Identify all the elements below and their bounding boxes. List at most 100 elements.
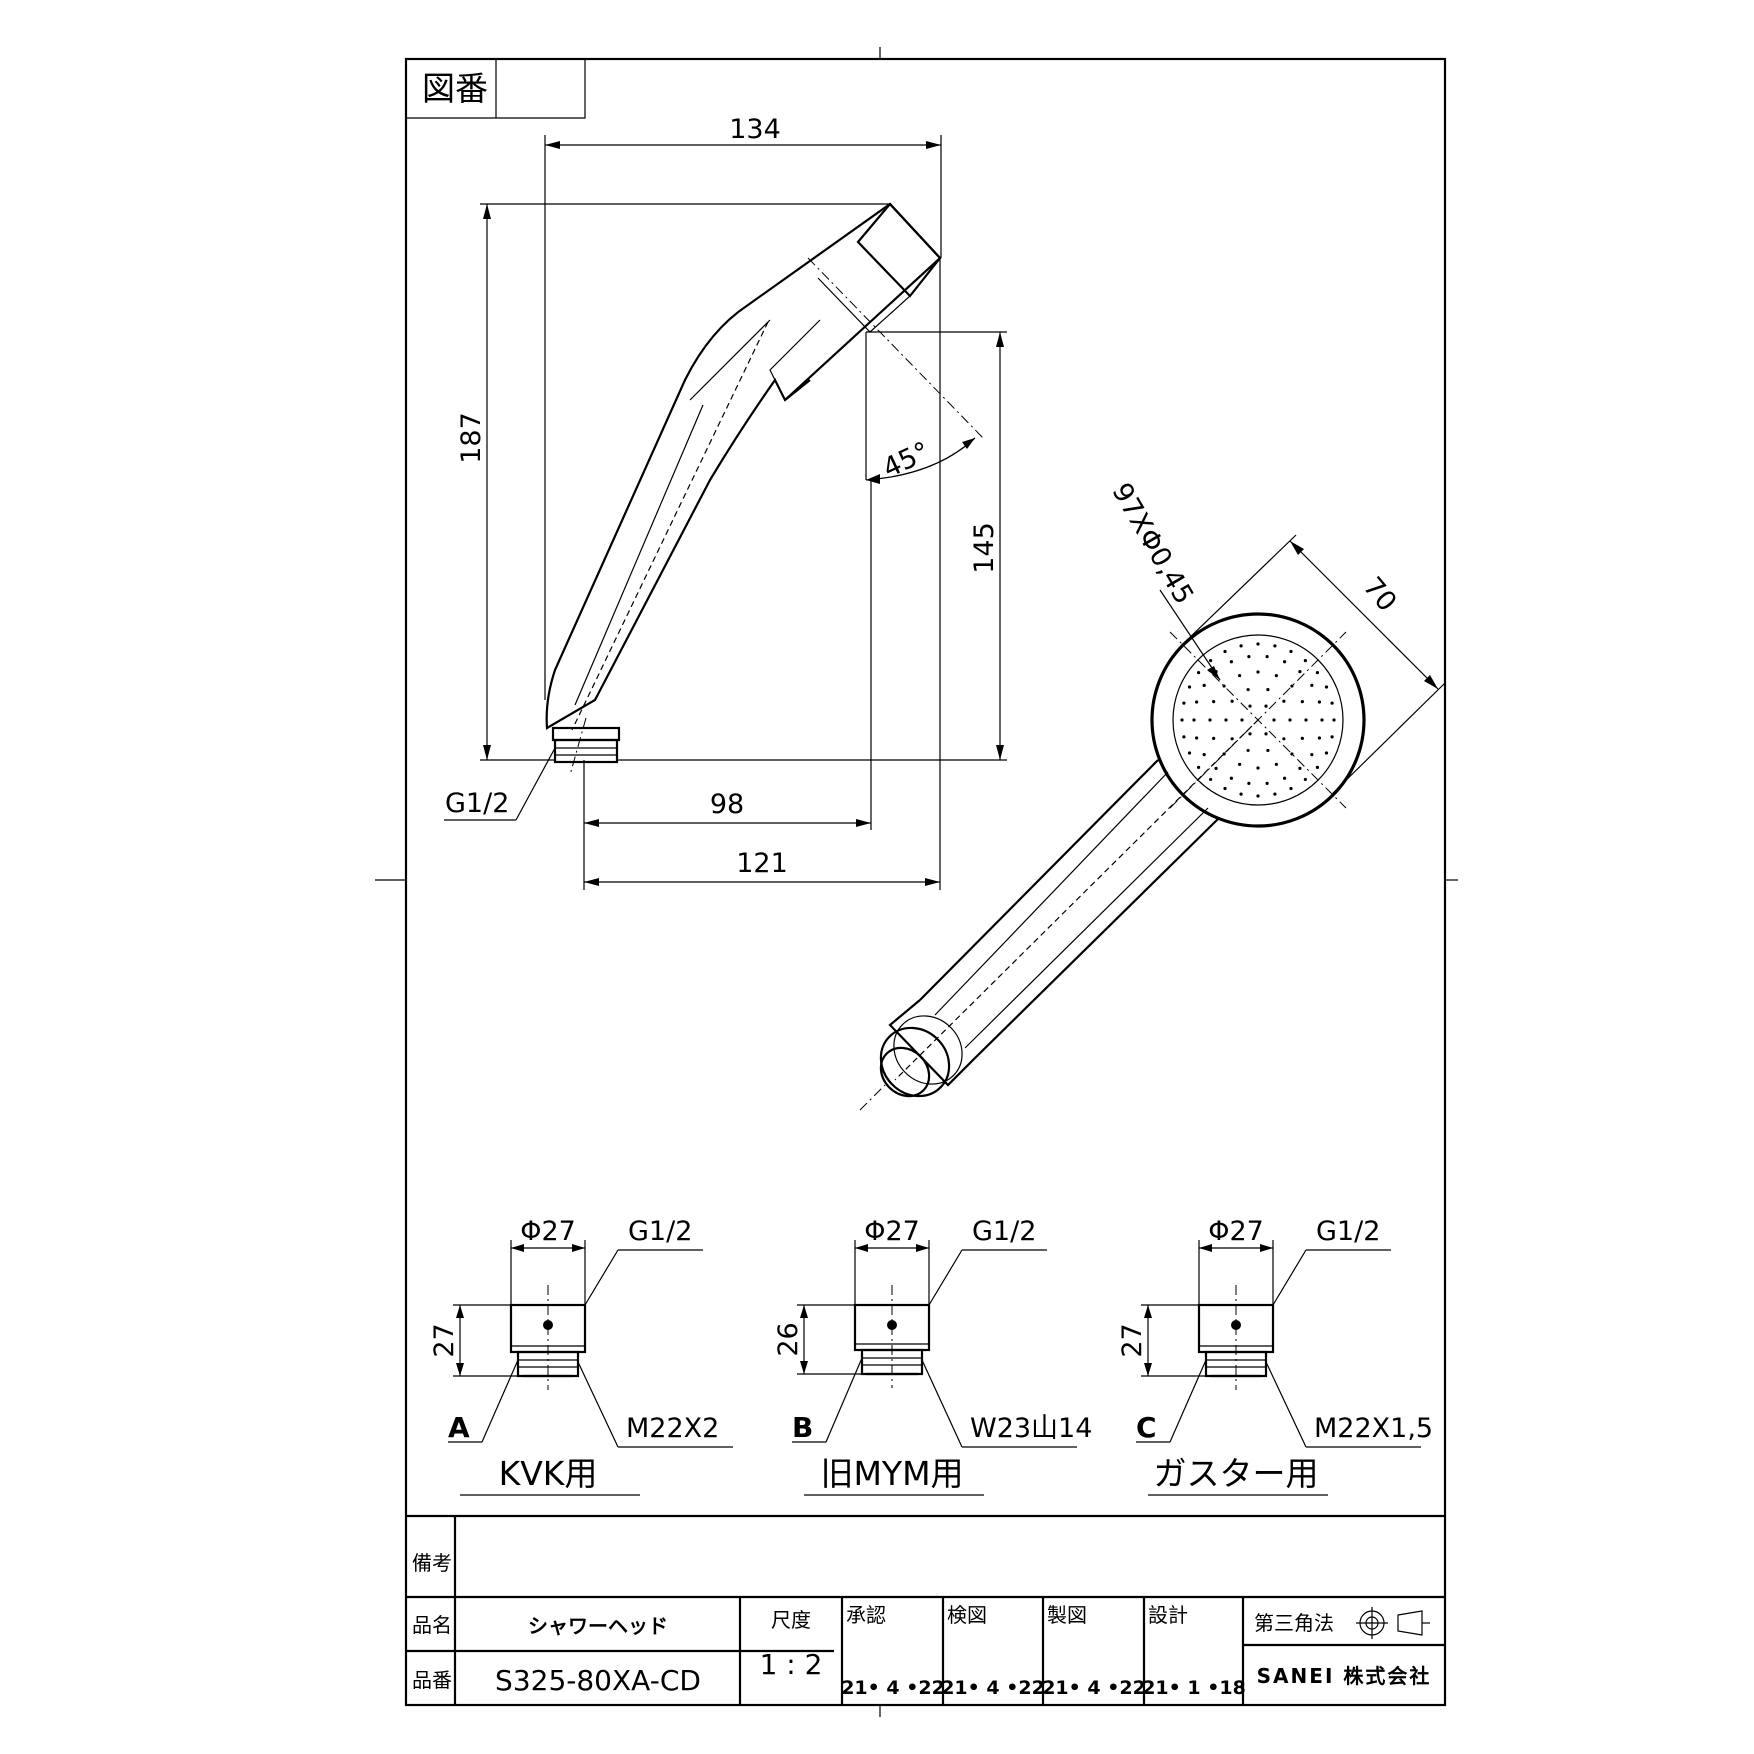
adapter-thread-bottom: M22X2 <box>626 1413 719 1444</box>
nozzle-hole <box>1238 762 1242 766</box>
nozzle-hole <box>1223 786 1227 791</box>
nozzle-hole <box>1187 685 1192 689</box>
nozzle-hole <box>1246 687 1250 692</box>
nozzle-hole <box>1247 781 1251 785</box>
nozzle-hole <box>1304 718 1308 722</box>
nozzle-hole <box>1266 748 1270 753</box>
nozzle-hole <box>1214 766 1218 770</box>
adapter-height: 26 <box>773 1322 804 1356</box>
adapter-thread-bottom: W23山14 <box>970 1413 1092 1444</box>
nozzle-hole <box>1230 737 1234 741</box>
adapter-dia: Φ27 <box>520 1216 576 1247</box>
nozzle-hole <box>1212 736 1216 740</box>
nozzle-hole <box>1298 670 1302 674</box>
nozzle-hole <box>1265 655 1269 659</box>
nozzle-hole <box>1288 718 1292 722</box>
nozzle-hole <box>1300 700 1304 704</box>
nozzle-hole <box>1196 765 1201 769</box>
nozzle-hole <box>1289 649 1293 654</box>
nozzle-hole <box>1282 660 1287 664</box>
drawing-number-label: 図番 <box>422 69 488 108</box>
nozzle-hole <box>1192 718 1196 722</box>
nozzle-hole <box>1272 718 1276 722</box>
projection-label: 第三角法 <box>1254 1611 1334 1635</box>
nozzle-hole <box>1180 718 1184 722</box>
nozzle-hole <box>1256 794 1260 798</box>
nozzle-hole <box>1289 786 1293 791</box>
title-block: 備考 品名 シャワーヘッド 品番 S325-80XA-CD 尺度 1 : 2 承… <box>406 1514 1445 1705</box>
nozzle-hole <box>1209 777 1213 782</box>
nozzle-hole <box>1274 762 1278 766</box>
nozzle-hole <box>1330 735 1334 739</box>
dim-holes: 97XΦ0,45 <box>1105 478 1199 610</box>
adapter-use: KVK用 <box>499 1454 598 1493</box>
dim-offset-1: 98 <box>710 789 744 820</box>
nozzle-hole <box>1222 684 1226 688</box>
nozzle-hole <box>1264 732 1268 736</box>
nozzle-hole <box>1196 671 1201 675</box>
adapter-thread-bottom: M22X1,5 <box>1314 1413 1433 1444</box>
check-label: 検図 <box>947 1603 987 1627</box>
nozzle-hole <box>1182 735 1186 739</box>
nozzle-hole <box>1202 753 1206 757</box>
approval-label: 承認 <box>846 1603 886 1627</box>
nozzle-hole <box>1320 718 1324 722</box>
adapter-use: 旧MYM用 <box>820 1454 963 1493</box>
adapter-letter: A <box>448 1411 470 1444</box>
draw-label: 製図 <box>1047 1603 1087 1627</box>
nozzle-hole <box>1266 687 1270 692</box>
check-date: 21• 4 •22 <box>941 1677 1045 1699</box>
dim-height-face: 145 <box>969 522 1000 574</box>
nozzle-hole <box>1282 776 1287 780</box>
nozzle-hole <box>1264 704 1268 708</box>
nozzle-hole <box>1256 642 1260 646</box>
nozzle-hole <box>1274 674 1278 678</box>
adapter-height: 27 <box>1117 1323 1148 1357</box>
nozzle-hole <box>1317 700 1322 704</box>
nozzle-hole <box>1256 766 1260 770</box>
dim-height-total: 187 <box>456 412 487 464</box>
nozzle-hole <box>1330 701 1334 705</box>
nozzle-hole <box>1230 699 1234 703</box>
drawing-number-box: 図番 <box>406 59 586 119</box>
nozzle-hole <box>1303 777 1307 782</box>
nozzle-hole <box>1248 732 1252 736</box>
nozzle-hole <box>1239 644 1243 648</box>
nozzle-hole <box>1265 781 1269 785</box>
nozzle-hole <box>1317 736 1322 740</box>
nozzle-hole <box>1223 649 1227 654</box>
nozzle-hole <box>1256 670 1260 674</box>
dim-width-total: 134 <box>729 114 781 145</box>
nozzle-hole <box>1229 776 1234 780</box>
third-angle-projection-icon <box>1356 1607 1430 1639</box>
nozzle-hole <box>1246 748 1250 753</box>
nozzle-hole <box>1238 674 1242 678</box>
number-label: 品番 <box>412 1668 452 1692</box>
adapter-letter: C <box>1136 1411 1157 1444</box>
front-view: 97XΦ0,45 70 97XΦ0,45 <box>859 478 1446 1111</box>
nozzle-hole <box>1273 792 1277 796</box>
nozzle-hole <box>1310 753 1314 757</box>
nozzle-hole <box>1282 737 1286 741</box>
company-name: SANEI 株式会社 <box>1257 1664 1432 1688</box>
adapter-thread-top: G1/2 <box>628 1216 692 1247</box>
nozzle-hole <box>1240 718 1244 722</box>
nozzle-hole <box>1224 718 1228 722</box>
name-value: シャワーヘッド <box>528 1614 668 1638</box>
adapter-thread-top: G1/2 <box>1316 1216 1380 1247</box>
adapter-use: ガスター用 <box>1154 1454 1319 1493</box>
nozzle-hole <box>1202 683 1206 687</box>
adapter-dia: Φ27 <box>864 1216 920 1247</box>
nozzle-hole <box>1209 658 1213 663</box>
nozzle-hole <box>1222 752 1226 756</box>
nozzle-hole <box>1332 718 1336 722</box>
nozzle-hole <box>1324 685 1329 689</box>
nozzle-hole <box>1187 751 1192 755</box>
nozzle-hole <box>1194 736 1199 740</box>
dim-face-diameter: 70 <box>1357 571 1403 617</box>
drawing-frame <box>404 57 1447 1707</box>
